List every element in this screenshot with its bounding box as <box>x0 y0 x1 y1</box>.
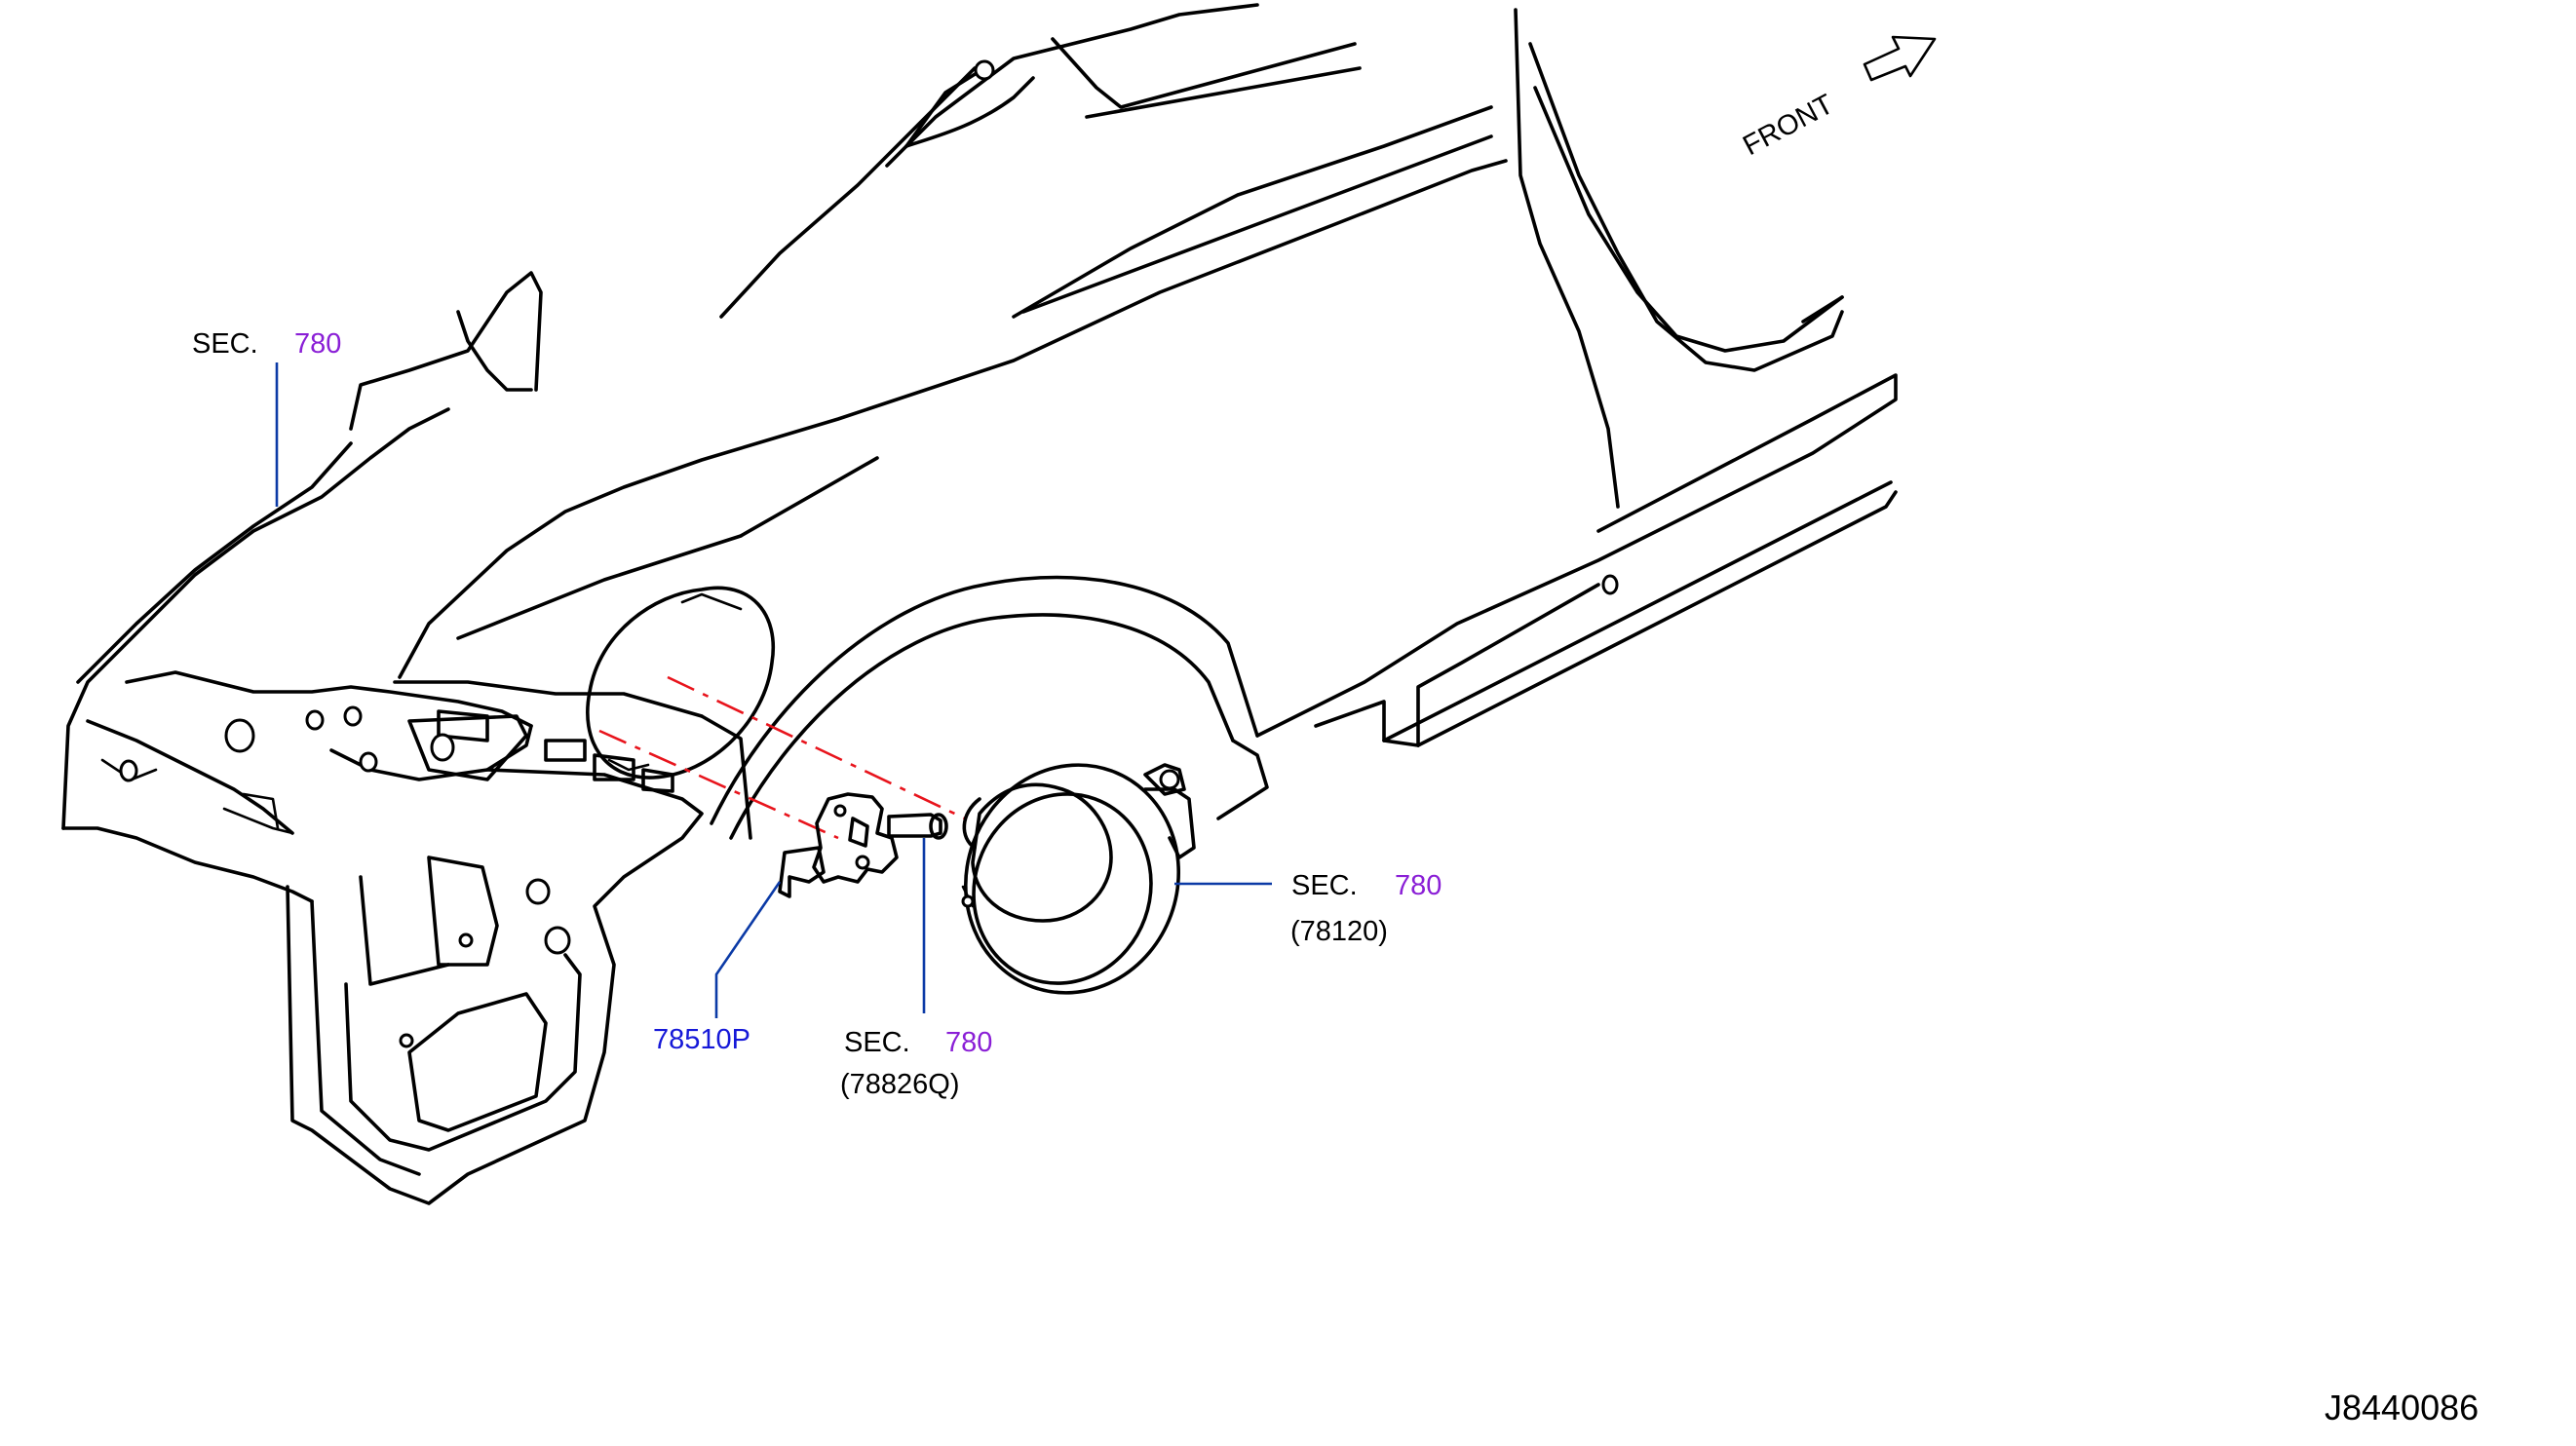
callout-sec-780-78120: SEC. 780 (78120) <box>1174 870 1442 947</box>
section-reference[interactable]: 780 <box>1395 870 1442 901</box>
filler-lid-opening <box>586 586 775 780</box>
lid-rod <box>887 813 948 840</box>
alignment-lines <box>598 675 966 840</box>
inner-structure <box>61 271 704 1205</box>
lid-lock-actuator <box>778 792 899 898</box>
arrow-icon <box>1863 35 1937 82</box>
filler-base <box>961 763 1196 995</box>
callout-part-code: (78120) <box>1290 916 1388 947</box>
callout-prefix: SEC. <box>844 1027 910 1058</box>
callout-sec-780-78826q: SEC. 780 (78826Q) <box>840 838 992 1100</box>
front-marker: FRONT <box>1738 35 1937 162</box>
callout-part-code: (78826Q) <box>840 1069 960 1100</box>
quarter-panel <box>393 3 1898 840</box>
section-reference[interactable]: 780 <box>294 328 341 360</box>
callout-sec-780-upper: SEC. 780 <box>192 328 341 507</box>
diagram-id: J8440086 <box>2325 1388 2479 1427</box>
part-number-link[interactable]: 78510P <box>653 1024 750 1055</box>
callout-prefix: SEC. <box>192 328 258 360</box>
callout-78510p: 78510P <box>653 881 782 1055</box>
leader-line <box>714 881 782 1018</box>
front-label: FRONT <box>1738 89 1838 162</box>
callout-prefix: SEC. <box>1291 870 1358 901</box>
section-reference[interactable]: 780 <box>945 1027 992 1058</box>
